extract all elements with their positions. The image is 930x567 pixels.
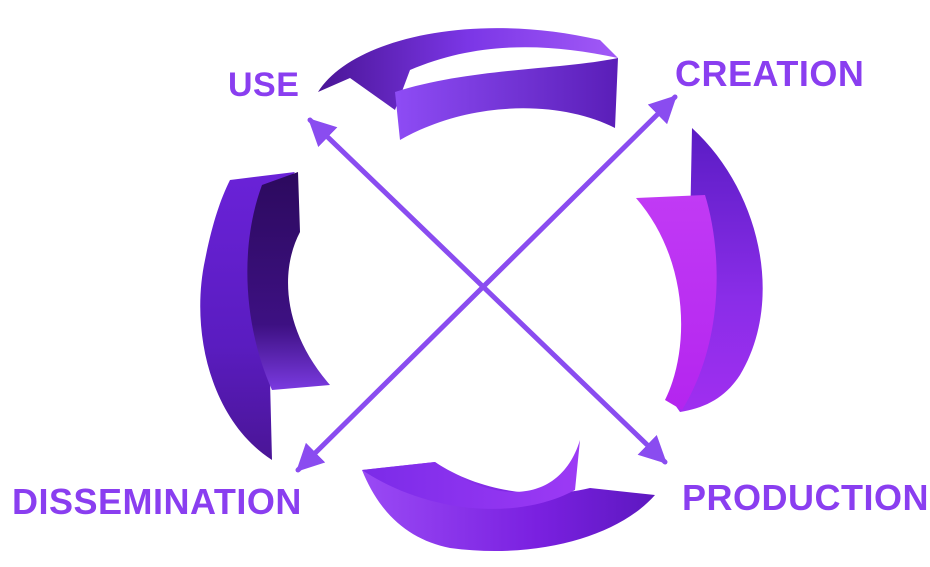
cycle-segment-right xyxy=(636,128,763,412)
cycle-segment-left xyxy=(200,172,330,460)
cycle-segment-top xyxy=(318,28,618,140)
label-creation: CREATION xyxy=(675,53,865,94)
label-production: PRODUCTION xyxy=(682,477,929,518)
arrow-creation-dissemination xyxy=(295,94,678,473)
label-use: USE xyxy=(228,66,300,104)
label-dissemination: DISSEMINATION xyxy=(12,481,302,522)
arrow-use-production xyxy=(307,117,668,465)
cycle-segment-bottom xyxy=(362,440,655,552)
